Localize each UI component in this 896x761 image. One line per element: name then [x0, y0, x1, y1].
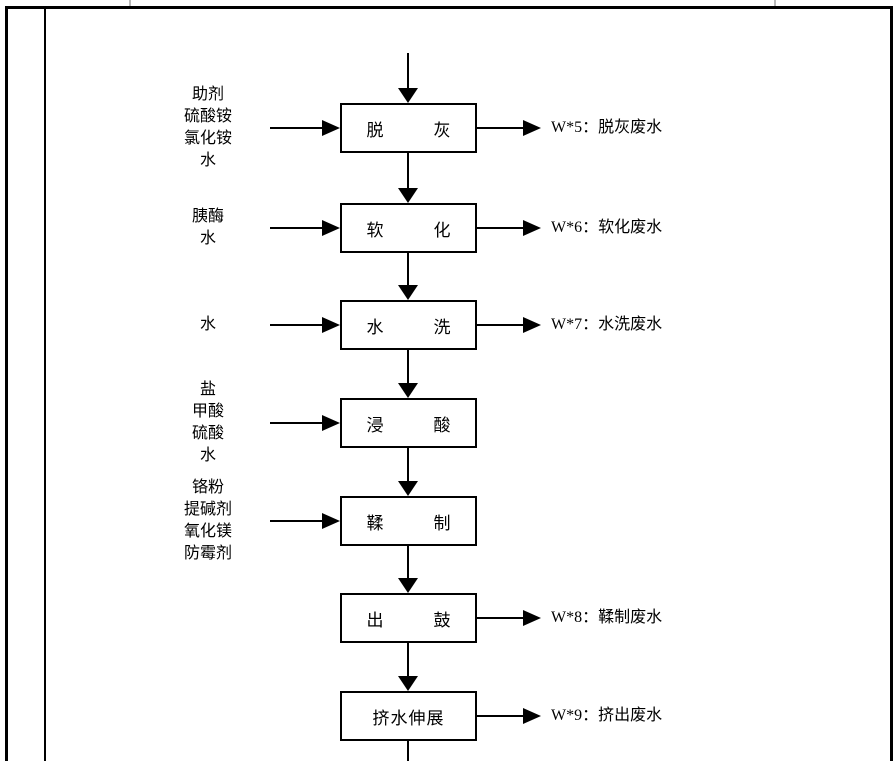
- input-line: 氧化镁: [183, 523, 232, 540]
- input-line: 水: [199, 152, 216, 169]
- flow-box-label: 水洗: [367, 313, 451, 338]
- ruler-tick: [774, 0, 776, 6]
- output-arrow-line: [477, 127, 523, 129]
- arrowhead-right-icon: [523, 610, 541, 626]
- arrowhead-down-icon: [398, 188, 418, 203]
- flow-box-label-char: 化: [433, 220, 451, 240]
- flow-box-drum-out: 出鼓: [340, 593, 477, 643]
- connector-line: [407, 448, 409, 481]
- flow-box-label-char: 制: [433, 513, 451, 533]
- flow-box-label-char: 软: [366, 220, 384, 240]
- output-label-w9: W*9：挤出废水: [551, 707, 663, 724]
- output-arrow-line: [477, 227, 523, 229]
- flow-box-label: 出鼓: [367, 606, 451, 631]
- input-label-pickling: 盐 甲酸 硫酸 水: [148, 379, 268, 467]
- flow-box-label: 软化: [367, 216, 451, 241]
- flow-box-label-char: 脱: [366, 120, 384, 140]
- connector-line: [407, 350, 409, 383]
- arrowhead-down-icon: [398, 383, 418, 398]
- input-arrow-line: [270, 227, 322, 229]
- output-label-w8: W*8：鞣制废水: [551, 609, 663, 626]
- input-line: 硫酸: [191, 425, 224, 442]
- flow-box-label-char: 浸: [366, 415, 384, 435]
- connector-exit-line: [407, 741, 409, 761]
- flow-box-label-char: 灰: [433, 120, 451, 140]
- arrowhead-right-icon: [322, 415, 340, 431]
- flow-box-label-char: 酸: [433, 415, 451, 435]
- input-line: 水: [199, 447, 216, 464]
- arrowhead-right-icon: [523, 120, 541, 136]
- flow-box-wringing-setting: 挤水伸展: [340, 691, 477, 741]
- input-line: 水: [199, 230, 216, 247]
- arrowhead-right-icon: [523, 317, 541, 333]
- connector-line: [407, 643, 409, 676]
- flow-box-pickling: 浸酸: [340, 398, 477, 448]
- flow-box-label: 鞣制: [367, 509, 451, 534]
- ruler-tick: [129, 0, 131, 6]
- flow-box-label-char: 鞣: [366, 513, 384, 533]
- flow-box-label-char: 水: [366, 317, 384, 337]
- output-label-w7: W*7：水洗废水: [551, 316, 663, 333]
- flow-box-deliming: 脱灰: [340, 103, 477, 153]
- output-label-w6: W*6：软化废水: [551, 219, 663, 236]
- connector-entry-line: [407, 53, 409, 88]
- input-line: 甲酸: [191, 403, 224, 420]
- input-arrow-line: [270, 127, 322, 129]
- input-label-deliming: 助剂 硫酸铵 氯化铵 水: [148, 84, 268, 172]
- output-arrow-line: [477, 617, 523, 619]
- flow-box-label-char: 洗: [433, 317, 451, 337]
- table-border-left: [5, 6, 8, 761]
- input-line: 提碱剂: [183, 501, 232, 518]
- input-label-tanning: 铬粉 提碱剂 氧化镁 防霉剂: [148, 477, 268, 565]
- input-arrow-line: [270, 422, 322, 424]
- input-line: 硫酸铵: [183, 108, 232, 125]
- arrowhead-right-icon: [322, 220, 340, 236]
- table-inner-divider: [44, 9, 46, 761]
- table-border-top: [5, 6, 893, 9]
- output-label-w5: W*5：脱灰废水: [551, 119, 663, 136]
- input-line: 助剂: [191, 86, 224, 103]
- flow-box-tanning: 鞣制: [340, 496, 477, 546]
- input-arrow-line: [270, 324, 322, 326]
- input-line: 铬粉: [191, 479, 224, 496]
- arrowhead-down-icon: [398, 676, 418, 691]
- flow-box-washing: 水洗: [340, 300, 477, 350]
- arrowhead-right-icon: [322, 317, 340, 333]
- flow-box-label: 挤水伸展: [372, 708, 445, 728]
- connector-line: [407, 545, 409, 578]
- table-border-right: [890, 6, 893, 761]
- input-label-softening: 胰酶 水: [148, 206, 268, 250]
- arrowhead-down-icon: [398, 578, 418, 593]
- input-line: 胰酶: [191, 208, 224, 225]
- flow-box-label-char: 鼓: [433, 610, 451, 630]
- output-arrow-line: [477, 324, 523, 326]
- input-line: 盐: [199, 381, 216, 398]
- output-arrow-line: [477, 715, 523, 717]
- connector-line: [407, 253, 409, 285]
- flow-box-label-char: 出: [366, 610, 384, 630]
- flow-box-softening: 软化: [340, 203, 477, 253]
- input-arrow-line: [270, 520, 322, 522]
- input-label-washing: 水: [148, 314, 268, 336]
- arrowhead-right-icon: [322, 120, 340, 136]
- arrowhead-down-icon: [398, 481, 418, 496]
- flow-box-label: 脱灰: [367, 116, 451, 141]
- flow-box-label: 浸酸: [367, 411, 451, 436]
- connector-line: [407, 153, 409, 188]
- input-line: 氯化铵: [183, 130, 232, 147]
- arrowhead-right-icon: [322, 513, 340, 529]
- input-line: 水: [199, 316, 216, 333]
- arrowhead-down-icon: [398, 285, 418, 300]
- arrowhead-right-icon: [523, 708, 541, 724]
- arrowhead-down-icon: [398, 88, 418, 103]
- arrowhead-right-icon: [523, 220, 541, 236]
- input-line: 防霉剂: [183, 545, 232, 562]
